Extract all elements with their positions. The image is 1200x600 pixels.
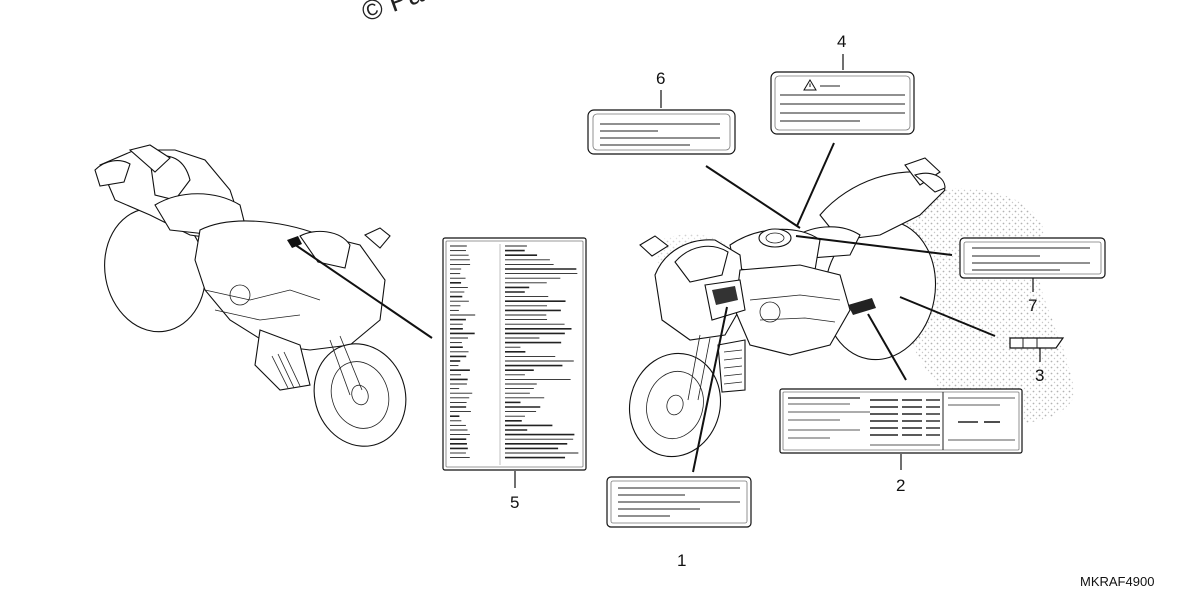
label-5-info-sheet	[442, 237, 587, 471]
label-7	[959, 237, 1106, 279]
leader-4	[796, 142, 835, 227]
leader-6	[705, 165, 801, 229]
leader-2	[867, 313, 907, 381]
label-4-warning	[770, 71, 915, 135]
callout-1: 1	[677, 551, 686, 570]
callout-7: 7	[1028, 296, 1037, 315]
leader-5	[293, 243, 433, 339]
leader-1	[692, 306, 728, 473]
label-1	[606, 476, 752, 528]
watermark-text: © Par	[357, 0, 435, 28]
callout-6: 6	[656, 69, 665, 88]
callout-2: 2	[896, 476, 905, 495]
motorcycle-right-illustration	[628, 157, 946, 458]
callout-4: 4	[837, 32, 846, 51]
label-6	[587, 109, 736, 155]
leader-3	[899, 296, 996, 337]
warning-triangle-icon	[803, 79, 817, 91]
label-2-tire-info	[779, 388, 1023, 454]
callout-5: 5	[510, 493, 519, 512]
callout-3: 3	[1035, 366, 1044, 385]
label-3-tag	[1009, 337, 1065, 349]
leader-lines	[293, 54, 1041, 488]
leader-7	[795, 235, 953, 256]
diagram-code: MKRAF4900	[1080, 574, 1154, 589]
motorcycle-left-illustration	[94, 144, 407, 447]
